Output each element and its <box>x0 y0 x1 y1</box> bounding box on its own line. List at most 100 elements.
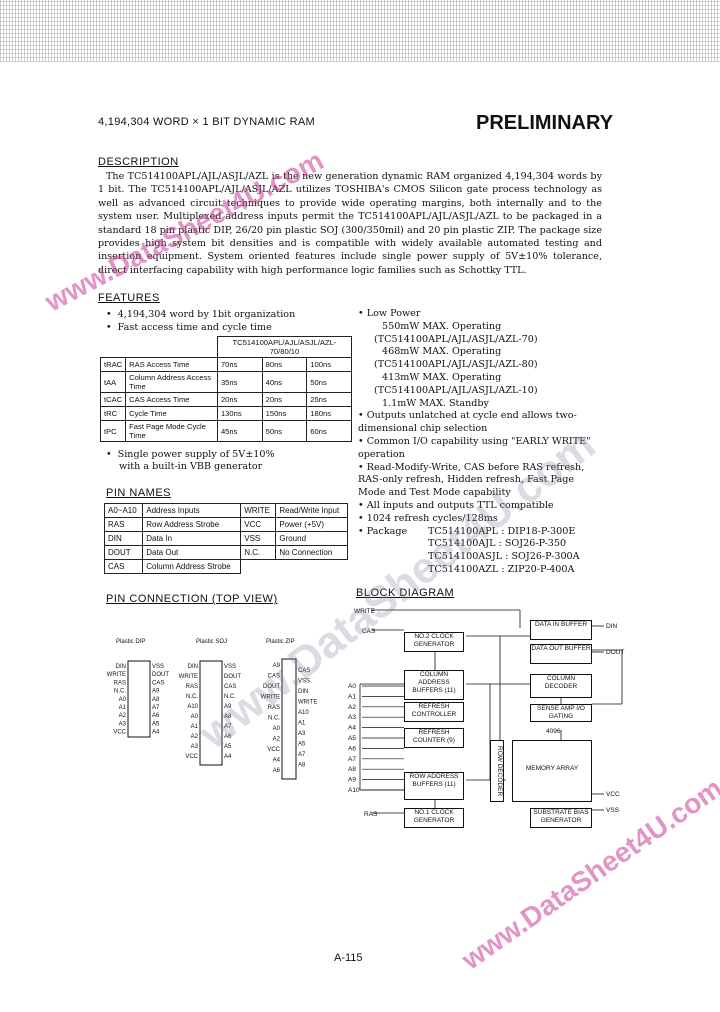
zip-pin-label: DOUT <box>263 684 280 690</box>
zip-pin-label: VSS <box>298 679 310 685</box>
description-heading: DESCRIPTION <box>98 156 179 168</box>
dip-pin-label: RAS <box>114 680 126 686</box>
right-feature: (TC514100APL/AJL/ASJL/AZL-80) <box>374 359 538 371</box>
dip-pin-label: A1 <box>119 705 127 711</box>
soj-pin-label: A9 <box>224 704 232 710</box>
dip-pin-label: A2 <box>119 713 127 719</box>
zip-title: Plastic ZIP <box>266 639 295 645</box>
ras-signal: RAS <box>364 811 378 818</box>
soj-pin-label: CAS <box>224 684 236 690</box>
column-decoder: COLUMN DECODER <box>530 674 592 698</box>
address-pin-label: A9 <box>348 777 356 784</box>
n4096-label: 4096 <box>546 728 561 735</box>
soj-pin-label: RAS <box>186 684 198 690</box>
zip-pin-label: CAS <box>298 668 310 674</box>
address-pin-label: A3 <box>348 714 356 721</box>
right-feature: 1.1mW MAX. Standby <box>382 397 489 409</box>
soj-pin-label: A2 <box>191 734 199 740</box>
zip-body <box>281 658 297 780</box>
zip-pin-label: A4 <box>273 758 281 764</box>
dip-pin-label: VCC <box>113 730 126 736</box>
page-number: A-115 <box>334 952 363 964</box>
address-pin-label: A2 <box>348 704 356 711</box>
address-pin-label: A8 <box>348 766 356 773</box>
dip-pin-label: A8 <box>152 697 160 703</box>
package-row: TC514100AZL : ZIP20-P-400A <box>428 563 575 575</box>
soj-pin-label: N.C. <box>186 694 198 700</box>
address-pin-label: A10 <box>348 787 360 794</box>
dip-body <box>127 660 151 738</box>
right-feature: 550mW MAX. Operating <box>382 320 502 332</box>
zip-pin-label: RAS <box>268 705 280 711</box>
pin-connection-diagram: Plastic DIP Plastic SOJ Plastic ZIP DIN W… <box>107 639 317 780</box>
clock-gen-2: NO.2 CLOCK GENERATOR <box>404 632 464 652</box>
cas-signal: CAS <box>362 628 376 635</box>
sense-amp: SENSE AMP I/O GATING <box>530 704 592 722</box>
zip-pin-label: A1 <box>298 721 306 727</box>
row-decoder: ROW DECODER <box>490 740 504 802</box>
soj-pin-label: A6 <box>224 734 232 740</box>
refresh-controller: REFRESH CONTROLLER <box>404 702 464 722</box>
part-title: 4,194,304 WORD × 1 BIT DYNAMIC RAM <box>98 116 315 128</box>
address-pin-label: A7 <box>348 756 356 763</box>
soj-pin-label: N.C. <box>224 694 236 700</box>
address-pin-label: A4 <box>348 725 356 732</box>
soj-pin-label: A3 <box>191 744 199 750</box>
zip-pin-label: VCC <box>267 747 280 753</box>
feature-item: Fast access time and cycle time <box>106 321 295 334</box>
soj-pin-label: A1 <box>191 724 199 730</box>
zip-pin-label: CAS <box>268 674 280 680</box>
dip-pin-label: A6 <box>152 713 160 719</box>
soj-title: Plastic SOJ <box>196 639 227 645</box>
dip-title: Plastic DIP <box>116 639 145 645</box>
description-text: The TC514100APL/AJL/ASJL/AZL is the new … <box>98 171 602 276</box>
right-feature: All inputs and outputs TTL compatible <box>358 500 603 513</box>
soj-pin-label: A10 <box>187 704 198 710</box>
table-header: TC514100APL/AJL/ASJL/AZL-70/80/10 <box>216 336 353 358</box>
dip-pin-label: DIN <box>116 664 126 670</box>
soj-pin-label: VSS <box>224 664 236 670</box>
dip-pin-label: A9 <box>152 689 160 695</box>
dip-pin-label: WRITE <box>107 672 126 678</box>
soj-pin-label: A7 <box>224 724 232 730</box>
dip-pin-label: A7 <box>152 705 160 711</box>
features-list: 4,194,304 word by 1bit organization Fast… <box>106 308 296 334</box>
zip-pin-label: N.C. <box>268 716 280 722</box>
block-diagram-heading: BLOCK DIAGRAM <box>356 587 455 599</box>
dip-pin-label: VSS <box>152 664 164 670</box>
zip-pin-label: A7 <box>298 752 306 758</box>
pin-connection-heading: PIN CONNECTION (TOP VIEW) <box>106 593 278 605</box>
memory-array: MEMORY ARRAY <box>512 740 592 802</box>
package-row: TC514100AJL : SOJ26-P-350 <box>428 538 567 550</box>
zip-pin-label: A0 <box>273 726 281 732</box>
package-row: TC514100ASJL : SOJ26-P-300A <box>428 551 580 563</box>
write-signal: WRITE <box>354 608 376 615</box>
soj-pin-label: WRITE <box>179 674 198 680</box>
address-pin-label: A5 <box>348 735 356 742</box>
feature-item: 4,194,304 word by 1bit organization <box>106 308 296 321</box>
right-feature: (TC514100APL/AJL/ASJL/AZL-70) <box>374 333 538 345</box>
soj-pin-label: A4 <box>224 754 232 760</box>
right-feature: 1024 refresh cycles/128ms <box>358 513 603 526</box>
scan-noise-band <box>0 0 720 62</box>
data-in-buffer: DATA IN BUFFER <box>530 620 592 640</box>
preliminary-label: PRELIMINARY <box>476 112 614 134</box>
right-feature: 468mW MAX. Operating <box>382 346 502 358</box>
dout-signal: DOUT <box>606 649 624 656</box>
clock-gen-1: NO.1 CLOCK GENERATOR <box>404 808 464 828</box>
soj-pin-label: DIN <box>188 664 198 670</box>
dip-pin-label: A0 <box>119 697 127 703</box>
dip-pin-label: A5 <box>152 721 160 727</box>
zip-pin-label: A3 <box>298 731 306 737</box>
package-label: Package <box>358 526 407 539</box>
